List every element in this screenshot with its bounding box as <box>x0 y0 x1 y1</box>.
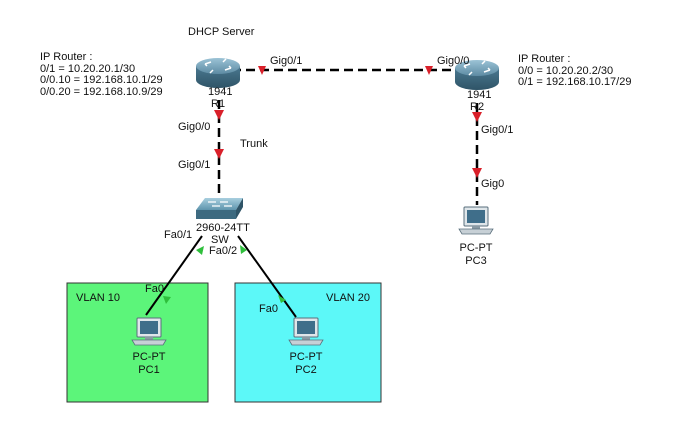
port-label-r2-gig00: Gig0/0 <box>437 55 470 67</box>
r2-ip-note-line: 0/0 = 10.20.20.2/30 <box>518 64 614 77</box>
r1-ip-note-line: 0/1 = 10.20.20.1/30 <box>40 62 136 75</box>
pc3-name-label: PC3 <box>465 255 487 267</box>
router-r1-icon[interactable] <box>196 58 240 88</box>
switch-sw-icon[interactable] <box>196 198 243 219</box>
port-status-sw-gig01 <box>214 149 224 159</box>
pc3-type-label: PC-PT <box>459 242 493 254</box>
sw-name-label: SW <box>211 234 229 246</box>
port-status-r1-gig01 <box>258 66 266 75</box>
r1-ip-note: IP Router : 0/1 = 10.20.20.1/30 0/0.10 =… <box>40 51 163 98</box>
r2-model-label: 1941 <box>467 89 492 101</box>
pc1-icon[interactable] <box>131 317 167 346</box>
pc2-type-label: PC-PT <box>289 351 323 363</box>
port-status-sw-fa02 <box>240 245 247 254</box>
port-label-pc1-fa0: Fa0 <box>145 283 164 295</box>
port-status-sw-fa01 <box>196 246 204 255</box>
pc2-name-label: PC2 <box>295 364 317 376</box>
dhcp-server-label: DHCP Server <box>188 26 255 38</box>
port-label-r1-gig00: Gig0/0 <box>178 121 211 133</box>
pc1-type-label: PC-PT <box>132 351 166 363</box>
port-label-sw-fa02: Fa0/2 <box>209 245 238 257</box>
r1-ip-note-line: 0/0.20 = 192.168.10.9/29 <box>40 85 163 98</box>
port-label-pc3-gig0: Gig0 <box>481 178 505 190</box>
link-sw-pc2[interactable] <box>237 235 297 318</box>
r2-ip-note: IP Router : 0/0 = 10.20.20.2/30 0/1 = 19… <box>518 53 632 89</box>
pc1-name-label: PC1 <box>138 364 160 376</box>
vlan10-label: VLAN 10 <box>76 292 121 304</box>
port-label-sw-fa01: Fa0/1 <box>164 229 193 241</box>
pc2-icon[interactable] <box>288 317 324 346</box>
trunk-label: Trunk <box>240 138 268 150</box>
port-status-r2-gig00 <box>425 66 433 75</box>
vlan20-label: VLAN 20 <box>326 292 371 304</box>
port-label-pc2-fa0: Fa0 <box>259 303 278 315</box>
port-status-pc3-gig0 <box>472 168 482 178</box>
pc3-icon[interactable] <box>458 206 494 235</box>
port-status-r2-gig01 <box>472 112 482 122</box>
r1-ip-note-title: IP Router : <box>40 51 93 63</box>
port-status-pc1-fa0 <box>163 296 171 304</box>
port-label-r1-gig01: Gig0/1 <box>270 55 303 67</box>
r1-ip-note-line: 0/0.10 = 192.168.10.1/29 <box>40 74 163 86</box>
r1-name-label: R1 <box>211 98 226 110</box>
port-status-pc2-fa0 <box>278 295 286 303</box>
r2-ip-note-line: 0/1 = 192.168.10.17/29 <box>518 76 632 88</box>
r2-ip-note-title: IP Router : <box>518 53 571 65</box>
port-label-r2-gig01: Gig0/1 <box>481 124 514 136</box>
r1-model-label: 1941 <box>208 86 233 98</box>
port-status-r1-gig00 <box>214 110 224 120</box>
port-label-sw-gig01: Gig0/1 <box>178 159 211 171</box>
sw-model-label: 2960-24TT <box>196 222 250 234</box>
r2-name-label: R2 <box>470 101 485 113</box>
link-sw-pc1[interactable] <box>145 235 203 316</box>
router-r2-icon[interactable] <box>455 60 499 90</box>
